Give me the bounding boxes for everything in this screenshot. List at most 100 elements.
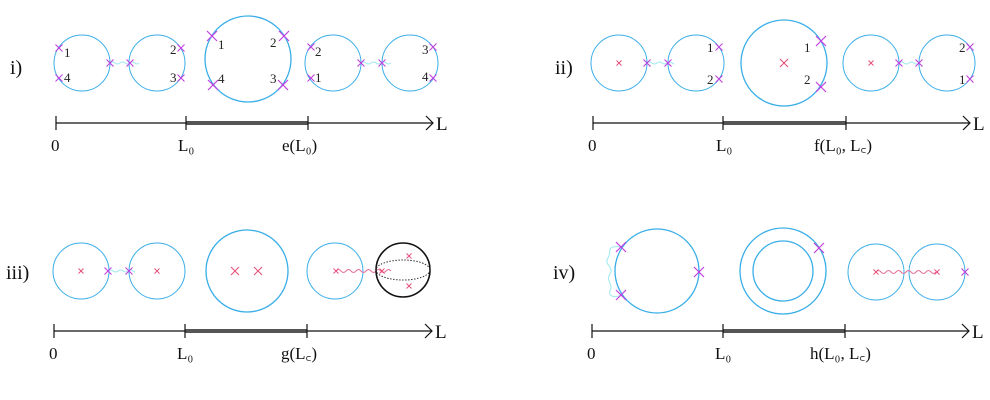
axis-origin-label: 0	[587, 344, 596, 363]
panel-label: i)	[10, 57, 22, 79]
insertion-label: 3	[422, 42, 429, 57]
disc	[847, 243, 905, 301]
open-string-propagator	[360, 61, 392, 65]
axis-origin-label: 0	[49, 344, 58, 363]
insertion-label: 3	[270, 71, 277, 86]
insertion-label: 2	[270, 35, 277, 50]
boundary-insertion-icon	[306, 42, 316, 52]
worldsheet-disc-pair-left: 1 4 2 3	[53, 34, 186, 92]
axis-end-label: L	[973, 114, 985, 135]
insertion-label: 2	[315, 44, 322, 59]
axis-origin-label: 0	[51, 136, 60, 155]
axis-origin-label: 0	[588, 136, 597, 155]
axis-end-label: L	[436, 114, 448, 135]
disc	[740, 19, 828, 107]
boundary-insertion-icon	[54, 43, 64, 53]
annulus-inner-boundary	[752, 240, 814, 302]
boundary-insertion-icon	[125, 58, 135, 68]
bulk-insertion-icon	[333, 268, 339, 274]
boundary-insertion-icon	[103, 266, 113, 276]
axis-tick2-label: e(L₀)	[282, 136, 317, 155]
insertion-label: 1	[707, 40, 714, 55]
insertion-label: 1	[64, 45, 71, 60]
disc	[204, 15, 292, 103]
disc	[128, 34, 186, 92]
insertion-label: 1	[315, 70, 322, 85]
boundary-insertion-icon	[207, 79, 219, 91]
axis-end-label: L	[435, 322, 447, 343]
disc-sphere-pair	[306, 242, 431, 300]
moduli-axis: L 0 L₀ e(L₀)	[51, 114, 448, 155]
insertion-label: 4	[64, 70, 71, 85]
panel-ii: ii) 1 2 1 2	[555, 19, 985, 155]
bulk-insertion-icon	[154, 268, 160, 274]
bulk-insertion-icon	[379, 268, 385, 274]
open-string-propagator	[646, 61, 675, 65]
worldsheet-disc-large: 1 2 4 3	[204, 15, 292, 103]
boundary-insertion-icon	[176, 43, 186, 53]
insertion-label: 1	[218, 37, 225, 52]
bulk-insertion-icon	[406, 253, 412, 259]
worldsheet-disc-pair-left: 1 2	[590, 34, 725, 92]
axis-tick2-label: f(L₀, L꜀)	[814, 136, 872, 155]
axis-tick1-label: L₀	[715, 344, 731, 363]
open-string-loop	[606, 246, 622, 298]
boundary-insertion-icon	[813, 242, 825, 254]
disc	[667, 34, 725, 92]
disc	[918, 34, 976, 92]
disc	[53, 34, 111, 92]
insertion-label: 2	[959, 40, 966, 55]
worldsheet-disc-pair-right: 2 1 3 4	[304, 34, 439, 92]
worldsheet-disc-self-loop	[606, 228, 705, 314]
disc	[205, 229, 289, 313]
worldsheet-disc-large: 1 2	[740, 19, 828, 107]
panel-label: iii)	[6, 262, 29, 284]
bulk-insertion-icon	[406, 283, 412, 289]
open-string-propagator	[109, 61, 140, 65]
panel-iii: iii)	[6, 229, 447, 363]
axis-tick2-label: h(L₀, L꜀)	[810, 344, 871, 363]
insertion-label: 1	[959, 72, 966, 87]
insertion-label: 4	[218, 71, 225, 86]
annulus-outer-boundary	[739, 227, 827, 315]
axis-tick1-label: L₀	[178, 136, 194, 155]
worldsheet-disc-pair-right: 2 1	[842, 34, 976, 92]
boundary-insertion-icon	[206, 30, 218, 42]
boundary-insertion-icon	[714, 42, 724, 52]
axis-end-label: L	[972, 322, 984, 343]
boundary-insertion-icon	[714, 74, 724, 84]
worldsheet-disc-pair-left	[52, 242, 186, 300]
disc	[304, 34, 362, 92]
boundary-insertion-icon	[965, 74, 975, 84]
insertion-label: 4	[422, 69, 429, 84]
bulk-insertion-icon	[934, 269, 940, 275]
panel-label: ii)	[555, 57, 573, 79]
insertion-label: 2	[170, 42, 177, 57]
boundary-insertion-icon	[277, 79, 289, 91]
bulk-insertion-icon	[616, 60, 622, 66]
disc	[52, 242, 110, 300]
arrow-head-icon	[425, 115, 434, 131]
arrow-head-icon	[961, 323, 970, 339]
bulk-insertion-icon	[78, 268, 84, 274]
axis-tick1-label: L₀	[716, 136, 732, 155]
open-string-propagator	[107, 269, 136, 273]
bulk-insertion-icon	[253, 266, 263, 276]
closed-string-propagator	[875, 270, 937, 274]
worldsheet-annulus	[739, 227, 827, 315]
moduli-axis: L 0 L₀ f(L₀, L꜀)	[588, 114, 985, 155]
boundary-insertion-icon	[54, 73, 64, 83]
disc	[306, 242, 364, 300]
worldsheet-disc-pair-closed	[847, 243, 970, 301]
panel-iv: iv) L 0	[553, 227, 984, 363]
bulk-insertion-icon	[868, 60, 874, 66]
worldsheet-disc-large	[205, 229, 289, 313]
insertion-label: 1	[804, 40, 811, 55]
arrow-head-icon	[424, 323, 433, 339]
boundary-insertion-icon	[176, 73, 186, 83]
boundary-insertion-icon	[815, 35, 827, 47]
axis-tick1-label: L₀	[177, 344, 193, 363]
moduli-axis: L 0 L₀ h(L₀, L꜀)	[587, 322, 984, 363]
boundary-insertion-icon	[815, 81, 827, 93]
insertion-label: 2	[707, 72, 714, 87]
